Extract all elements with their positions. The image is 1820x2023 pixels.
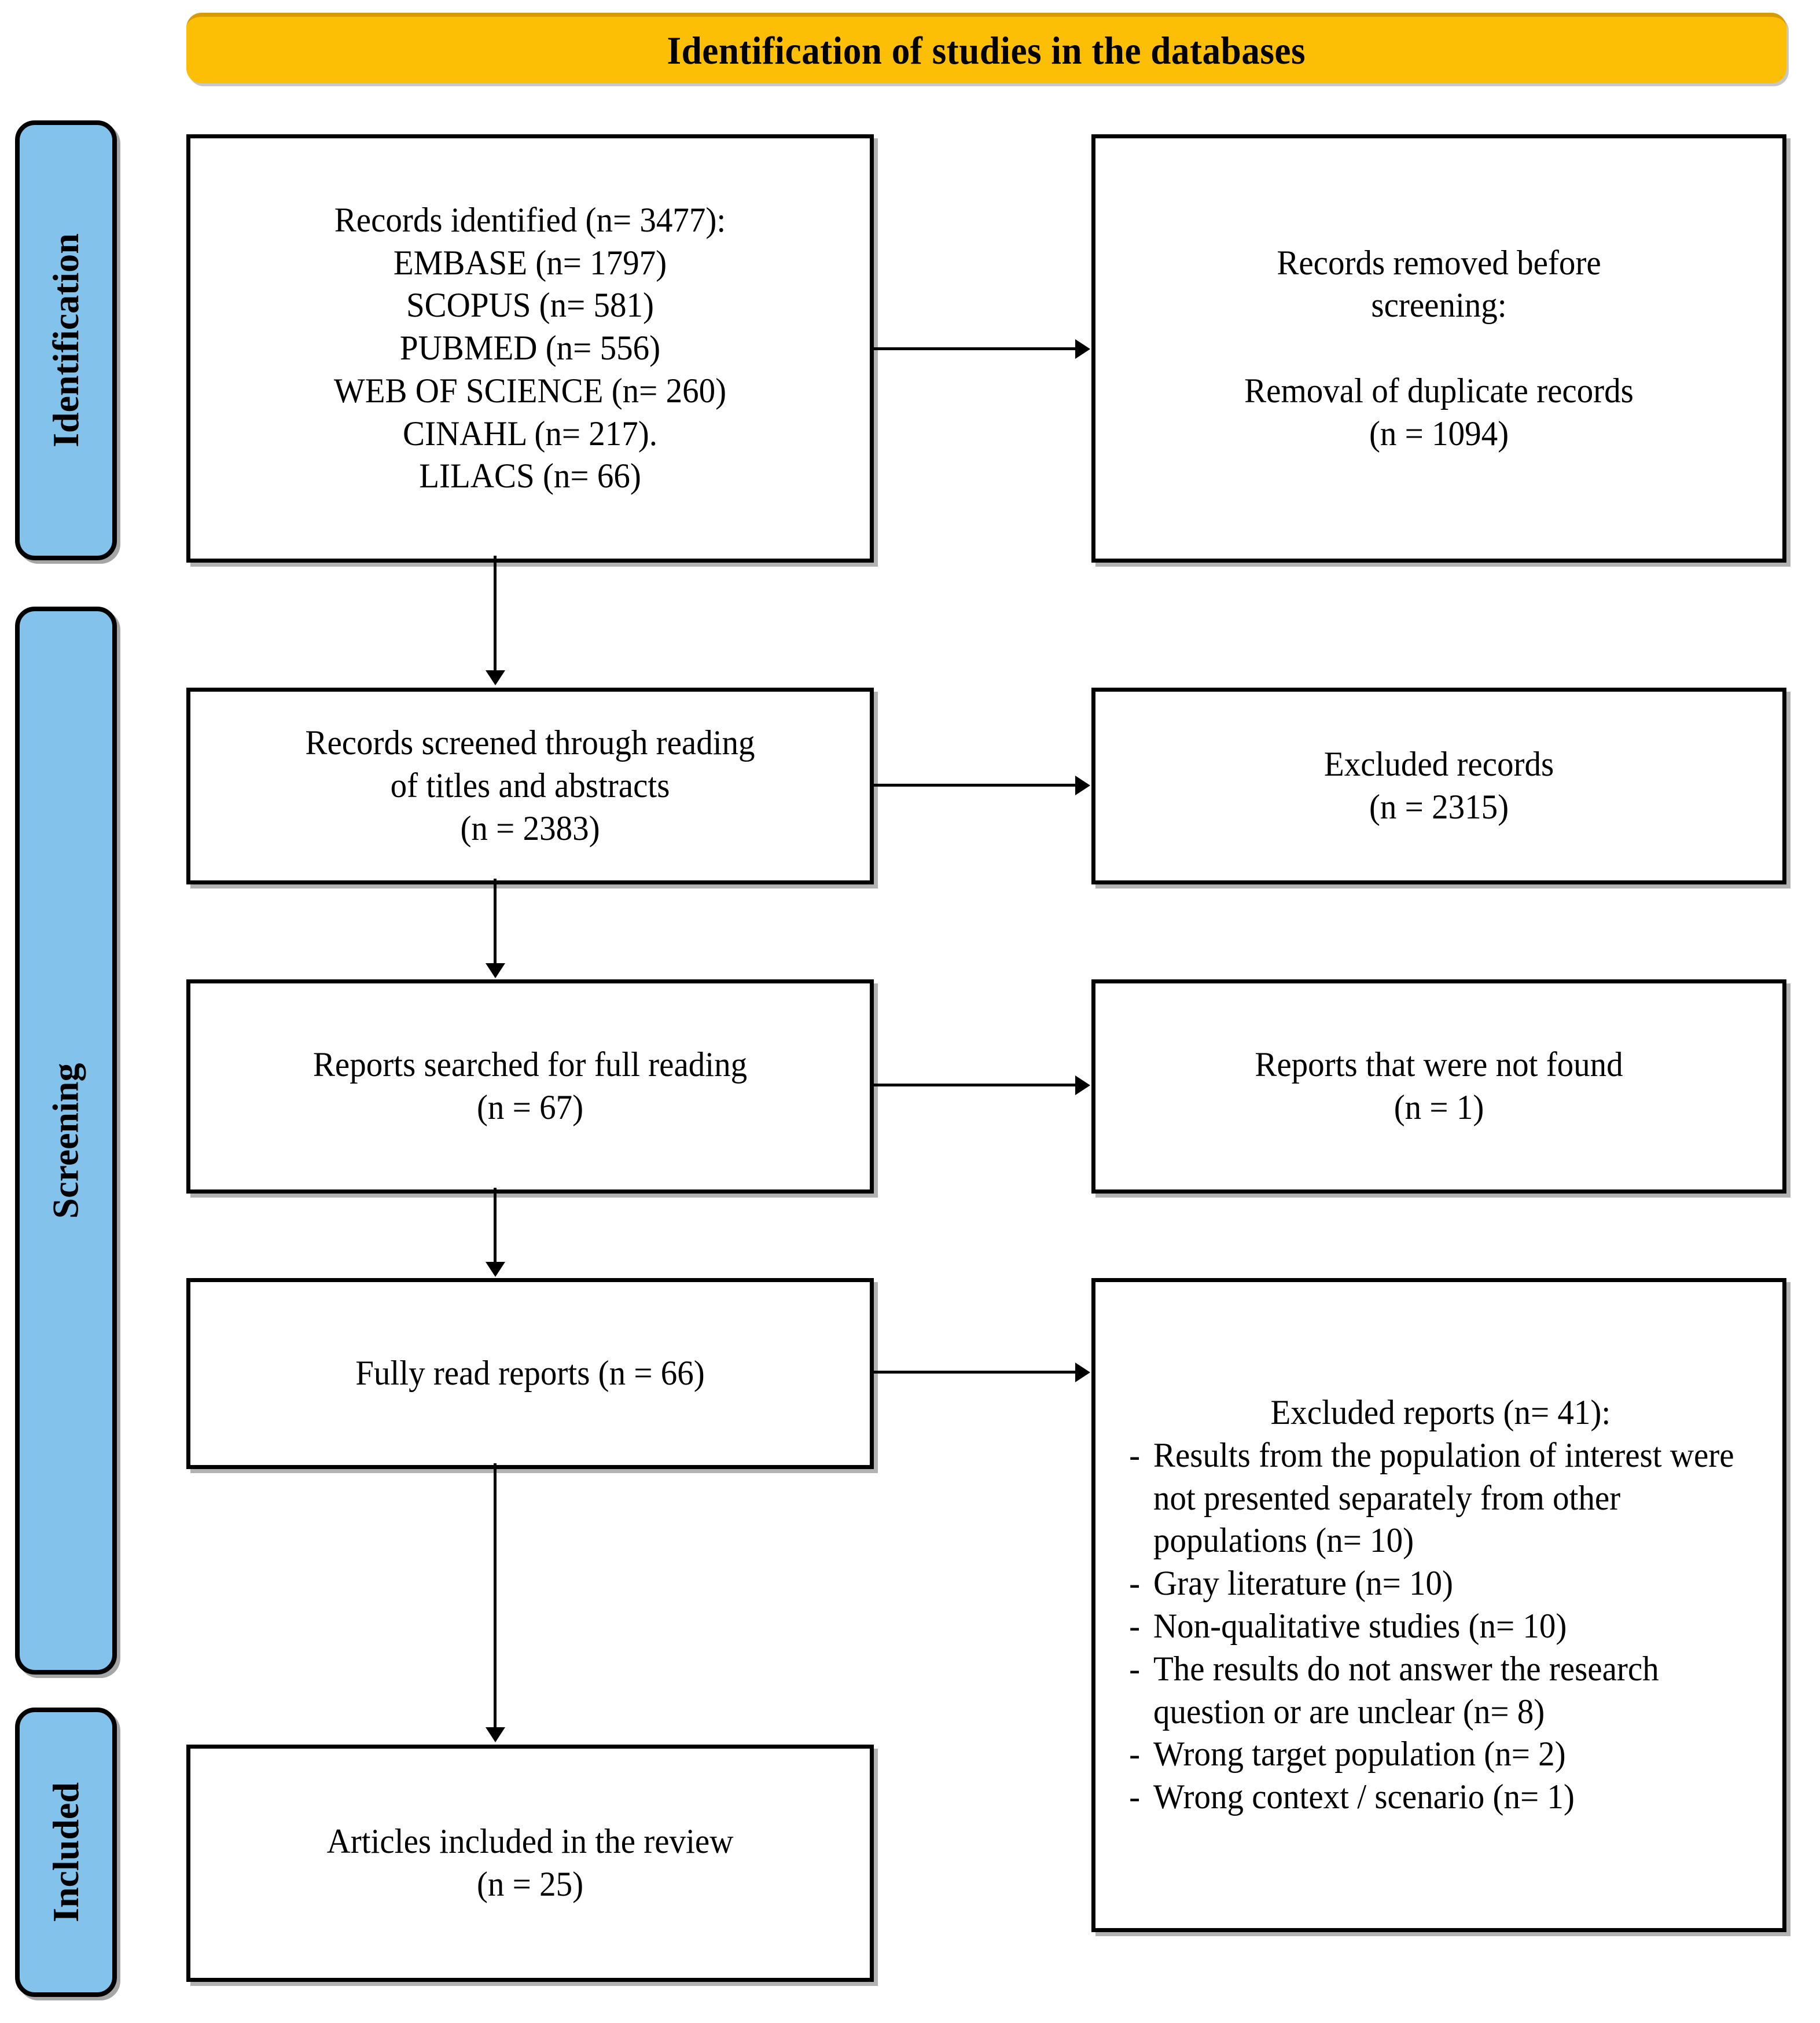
line: (n = 67) (476, 1088, 584, 1126)
line: Articles included in the review (326, 1822, 734, 1861)
line: of titles and abstracts (390, 766, 670, 805)
line: Reports that were not found (1255, 1045, 1623, 1084)
excluded-reports-list: - Results from the population of interes… (1129, 1434, 1752, 1819)
list-item: - Non-qualitative studies (n= 10) (1129, 1605, 1752, 1648)
list-item: - The results do not answer the research… (1129, 1648, 1752, 1734)
list-item: - Results from the population of interes… (1129, 1434, 1752, 1562)
connector-screened-to-searched (494, 879, 497, 964)
line: (n = 1094) (1369, 414, 1509, 453)
arrowhead-screened-to-searched (486, 963, 505, 978)
list-item-label: Non-qualitative studies (n= 10) (1153, 1607, 1567, 1645)
arrowhead-fully-read-to-excluded-reports (1075, 1363, 1090, 1382)
list-item-label: Wrong target population (n= 2) (1153, 1735, 1566, 1774)
connector-fully-read-to-articles (494, 1463, 497, 1728)
line: EMBASE (n= 1797) (393, 243, 667, 282)
line: Excluded records (1323, 745, 1554, 784)
box-records-identified-text: Records identified (n= 3477): EMBASE (n=… (207, 199, 852, 498)
excluded-reports-title: Excluded reports (n= 41): (1270, 1393, 1611, 1432)
list-item: - Gray literature (n= 10) (1129, 1562, 1752, 1605)
stage-bar-screening: Screening (15, 607, 117, 1675)
box-records-screened-text: Records screened through reading of titl… (207, 722, 852, 850)
stage-bar-identification: Identification (15, 120, 117, 560)
line-spacer (1127, 327, 1751, 370)
line: Removal of duplicate records (1244, 371, 1634, 410)
box-excluded-reports-text: Excluded reports (n= 41): - Results from… (1113, 1391, 1766, 1819)
box-reports-searched-text: Reports searched for full reading (n = 6… (207, 1044, 852, 1129)
list-item: - Wrong context / scenario (n= 1) (1129, 1776, 1752, 1819)
line: Reports searched for full reading (312, 1045, 748, 1084)
arrowhead-searched-to-fully-read (486, 1262, 505, 1277)
line: Fully read reports (n = 66) (355, 1354, 705, 1393)
diagram-title: Identification of studies in the databas… (667, 28, 1306, 72)
box-articles-included-text: Articles included in the review (n = 25) (207, 1820, 852, 1906)
diagram-header-banner: Identification of studies in the databas… (186, 13, 1786, 83)
box-excluded-reports: Excluded reports (n= 41): - Results from… (1091, 1278, 1786, 1932)
arrowhead-searched-to-not-found (1075, 1075, 1090, 1095)
line: (n = 25) (476, 1865, 584, 1903)
dash-marker: - (1129, 1607, 1141, 1645)
box-excluded-records: Excluded records (n = 2315) (1091, 688, 1786, 884)
stage-label-identification: Identification (45, 233, 86, 447)
line: SCOPUS (n= 581) (406, 286, 655, 325)
list-item: - Wrong target population (n= 2) (1129, 1733, 1752, 1776)
box-reports-searched: Reports searched for full reading (n = 6… (186, 979, 874, 1194)
list-item-label: The results do not answer the research q… (1153, 1649, 1659, 1731)
box-records-screened: Records screened through reading of titl… (186, 688, 874, 884)
arrowhead-fully-read-to-articles (486, 1727, 505, 1742)
line: WEB OF SCIENCE (n= 260) (333, 371, 727, 410)
line: (n = 1) (1394, 1088, 1484, 1126)
box-fully-read-reports-text: Fully read reports (n = 66) (207, 1352, 852, 1395)
line: (n = 2383) (460, 809, 600, 847)
connector-screened-to-excluded-records (874, 784, 1075, 787)
line: Records screened through reading (305, 724, 755, 762)
box-records-identified: Records identified (n= 3477): EMBASE (n=… (186, 134, 874, 563)
line: (n = 2315) (1369, 788, 1509, 826)
box-reports-not-found: Reports that were not found (n = 1) (1091, 979, 1786, 1194)
box-records-removed-text: Records removed before screening: Remova… (1113, 242, 1766, 456)
dash-marker: - (1129, 1778, 1141, 1816)
box-reports-not-found-text: Reports that were not found (n = 1) (1113, 1044, 1766, 1129)
dash-marker: - (1129, 1735, 1141, 1774)
stage-label-screening: Screening (45, 1062, 86, 1219)
line: screening: (1371, 286, 1507, 325)
arrowhead-identified-to-screened (486, 670, 505, 685)
line: PUBMED (n= 556) (399, 329, 661, 368)
connector-identified-to-screened (494, 556, 497, 670)
stage-bar-included: Included (15, 1708, 117, 1997)
arrowhead-identified-to-removed (1075, 339, 1090, 359)
dash-marker: - (1129, 1564, 1141, 1603)
line: Records identified (n= 3477): (334, 200, 726, 239)
dash-marker: - (1129, 1649, 1141, 1688)
line: CINAHL (n= 217). (402, 414, 658, 453)
arrowhead-screened-to-excluded-records (1075, 776, 1090, 795)
box-excluded-records-text: Excluded records (n = 2315) (1113, 743, 1766, 829)
list-item-label: Wrong context / scenario (n= 1) (1153, 1778, 1575, 1816)
line: Records removed before (1277, 243, 1601, 282)
connector-identified-to-removed (874, 347, 1075, 350)
connector-searched-to-fully-read (494, 1188, 497, 1263)
dash-marker: - (1129, 1435, 1141, 1474)
list-item-label: Gray literature (n= 10) (1153, 1564, 1453, 1603)
box-fully-read-reports: Fully read reports (n = 66) (186, 1278, 874, 1469)
stage-label-included: Included (45, 1782, 86, 1922)
box-records-removed: Records removed before screening: Remova… (1091, 134, 1786, 563)
list-item-label: Results from the population of interest … (1153, 1435, 1734, 1560)
connector-fully-read-to-excluded-reports (874, 1371, 1075, 1374)
connector-searched-to-not-found (874, 1084, 1075, 1086)
box-articles-included: Articles included in the review (n = 25) (186, 1745, 874, 1982)
line: LILACS (n= 66) (419, 457, 641, 495)
